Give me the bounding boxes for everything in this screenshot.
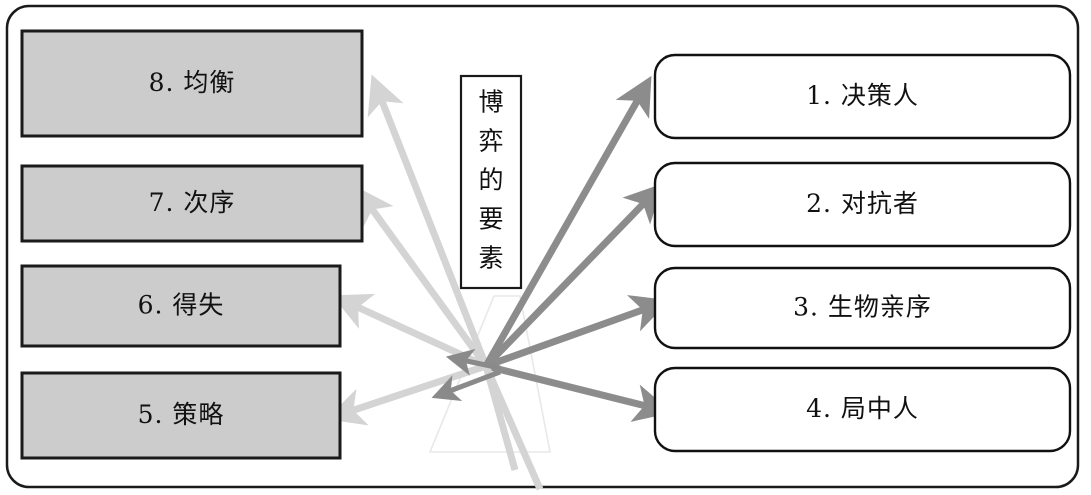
left-box-1[interactable]: 8. 均衡 [20,29,364,138]
right-box-rect[interactable] [653,161,1072,248]
arrow-to-equilibrium [367,74,490,368]
right-box-3[interactable]: 3. 生物亲序 [653,266,1072,350]
left-box-label: 5. 策略 [138,400,225,429]
left-box-label: 7. 次序 [149,188,236,217]
left-box-label: 6. 得失 [138,291,225,320]
center-label-char: 要 [478,205,503,234]
arrow-to-player [485,362,673,422]
left-box-4[interactable]: 5. 策略 [20,371,342,460]
right-box-label: 2. 对抗者 [806,189,919,218]
right-box-label: 1. 决策人 [806,81,919,110]
arrow-to-opponent [483,183,664,369]
center-label-char: 的 [478,166,503,195]
left-box-rect[interactable] [20,164,364,243]
left-box-rect[interactable] [20,264,342,348]
right-box-rect[interactable] [653,266,1072,350]
stub-line-group [482,364,544,491]
center-label-char: 弈 [478,127,503,156]
right-box-rect[interactable] [653,366,1072,453]
short-arrowhead-group [431,348,501,401]
right-box-1[interactable]: 1. 决策人 [653,53,1072,140]
right-box-2[interactable]: 2. 对抗者 [653,161,1072,248]
arrow-to-order [355,186,489,369]
left-box-2[interactable]: 7. 次序 [20,164,364,243]
arrow-to-decider [482,75,652,368]
right-column-group: 1. 决策人 2. 对抗者 3. 生物亲序 4. 局中人 [653,53,1072,453]
center-label-char: 博 [478,88,503,117]
right-box-4[interactable]: 4. 局中人 [653,366,1072,453]
right-box-label: 4. 局中人 [806,394,919,423]
center-label-box[interactable] [459,74,523,290]
right-box-label: 3. 生物亲序 [793,293,932,322]
left-box-rect[interactable] [20,29,364,138]
left-box-label: 8. 均衡 [149,68,236,97]
left-box-3[interactable]: 6. 得失 [20,264,342,348]
stub-line-down-b [482,365,519,471]
right-box-rect[interactable] [653,53,1072,140]
arrow-to-bio-order [484,295,670,370]
left-column-group: 8. 均衡 7. 次序 6. 得失 5. 策略 [20,29,364,460]
short-arrowhead-b [445,348,501,376]
center-label-char: 素 [478,244,503,273]
short-arrowhead-a [431,369,501,401]
right-arrow-group [482,75,673,422]
left-box-rect[interactable] [20,371,342,460]
